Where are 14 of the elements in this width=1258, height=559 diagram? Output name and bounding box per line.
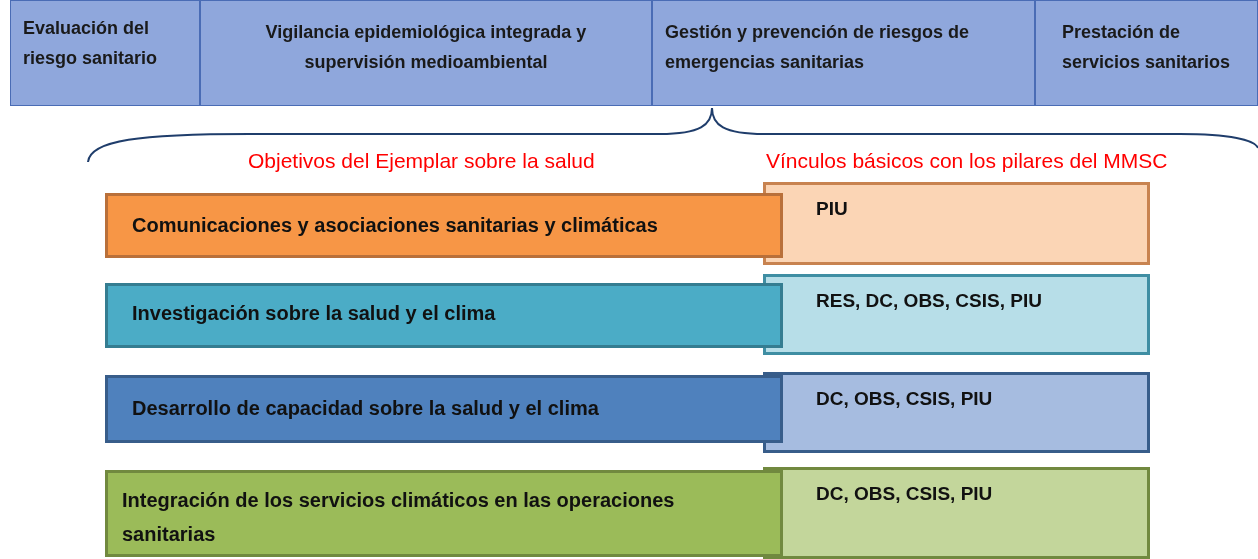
objective-box: Comunicaciones y asociaciones sanitarias y climáticas <box>105 193 783 258</box>
objective-box: Desarrollo de capacidad sobre la salud y el clima <box>105 375 783 443</box>
category-box: Vigilancia epidemiológica integrada y supervisión medioambiental <box>200 0 652 106</box>
section-heading: Objetivos del Ejemplar sobre la salud <box>248 148 595 174</box>
pillar-box: RES, DC, OBS, CSIS, PIU <box>763 274 1150 355</box>
category-box: Evaluación del riesgo sanitario <box>10 0 200 106</box>
category-box: Gestión y prevención de riesgos de emergencias sanitarias <box>652 0 1035 106</box>
objective-box: Investigación sobre la salud y el clima <box>105 283 783 348</box>
section-heading: Vínculos básicos con los pilares del MMSC <box>766 148 1168 174</box>
category-box: Prestación de servicios sanitarios <box>1035 0 1258 106</box>
pillar-box: DC, OBS, CSIS, PIU <box>763 467 1150 559</box>
objective-box: Integración de los servicios climáticos en las operaciones sanitarias <box>105 470 783 557</box>
pillar-box: PIU <box>763 182 1150 265</box>
pillar-box: DC, OBS, CSIS, PIU <box>763 372 1150 453</box>
